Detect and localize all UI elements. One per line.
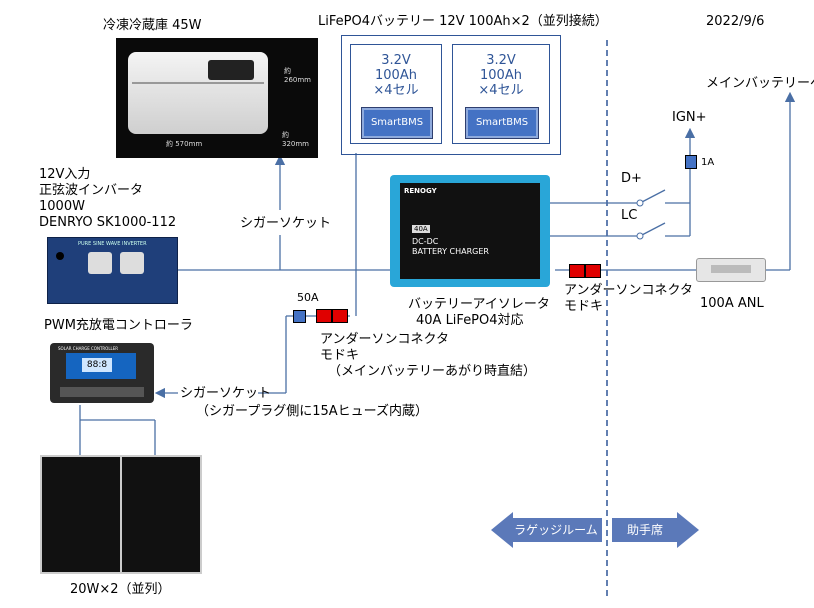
date-label: 2022/9/6 (706, 14, 765, 29)
inverter-line1: 12V入力 (39, 167, 91, 182)
dc-dc-charger: RENOGY 40A DC-DC BATTERY CHARGER (390, 175, 550, 287)
lc-switch (639, 222, 666, 237)
anderson-connector-1b (332, 309, 348, 323)
smart-bms: SmartBMS (361, 107, 433, 139)
battery-cell-2: 3.2V 100Ah ×4セル SmartBMS (452, 44, 550, 144)
inverter-panel-title: PURE SINE WAVE INVERTER (78, 241, 147, 247)
dplus-label: D+ (621, 171, 642, 186)
fridge-dim-w: 約 570mm (166, 140, 203, 148)
outlet-icon (88, 252, 112, 274)
lc-label: LC (621, 208, 638, 223)
battery-cell-1: 3.2V 100Ah ×4セル SmartBMS (350, 44, 442, 144)
outlet-icon (120, 252, 144, 274)
fridge-body (128, 52, 268, 134)
inverter-line2: 正弦波インバータ (39, 183, 144, 198)
charger-line1: DC-DC (412, 237, 439, 246)
inverter-line4: DENRYO SK1000-112 (39, 215, 177, 230)
anderson-connector-2b (585, 264, 601, 278)
smart-bms: SmartBMS (465, 107, 539, 139)
renogy-logo: RENOGY (404, 187, 437, 195)
solar-panel-2 (120, 455, 202, 574)
dplus-switch (639, 189, 666, 204)
fridge-image: 約 260mm 約 570mm 約 320mm (116, 38, 318, 158)
inverter-line3: 1000W (39, 199, 85, 214)
solar-panel-1 (40, 455, 122, 574)
pwm-terminals (60, 387, 144, 397)
fridge-dim-d: 約 320mm (282, 131, 309, 148)
passenger-seat-arrow: 助手席 (612, 518, 678, 542)
cell-count: ×4セル (478, 83, 524, 98)
fridge-dim-h: 約 260mm (284, 67, 311, 84)
cigar-socket-2-label: シガーソケット (180, 386, 272, 401)
fuse-1a (685, 155, 697, 169)
anl-fuse-holder (696, 258, 766, 282)
fuse-50a-label: 50A (297, 291, 319, 304)
fridge-label: 冷凍冷蔵庫 45W (103, 18, 202, 33)
luggage-room-arrow: ラゲッジルーム (510, 518, 602, 542)
battery-title: LiFePO4バッテリー 12V 100Ah×2（並列接続） (318, 14, 608, 29)
cell-capacity: 100Ah (480, 68, 522, 83)
left-arrow-icon (491, 512, 513, 548)
cigar-socket-2-note: （シガープラグ側に15Aヒューズ内蔵） (196, 404, 429, 419)
charger-caption2: 40A LiFePO4対応 (416, 313, 524, 328)
pwm-controller: SOLAR CHARGE CONTROLLER 88:8 (50, 343, 154, 403)
charger-line2: BATTERY CHARGER (412, 247, 489, 256)
pwm-title: SOLAR CHARGE CONTROLLER (58, 346, 119, 351)
fridge-lid-panel (208, 60, 254, 80)
cell-voltage: 3.2V (381, 53, 411, 68)
inverter-image: PURE SINE WAVE INVERTER (47, 237, 178, 304)
solar-label: 20W×2（並列） (70, 582, 171, 597)
cell-capacity: 100Ah (375, 68, 417, 83)
fuse-1a-label: 1A (701, 157, 715, 168)
anderson2-line1: アンダーソンコネクタ (564, 283, 693, 298)
anderson2-line2: モドキ (564, 299, 604, 314)
charger-badge: 40A (412, 225, 430, 233)
main-battery-label: メインバッテリーへ (706, 76, 814, 91)
anderson1-line3: （メインバッテリーあがり時直結） (328, 364, 537, 379)
luggage-room-label: ラゲッジルーム (514, 523, 598, 537)
cigar-socket-label: シガーソケット (240, 216, 332, 231)
ign-label: IGN+ (672, 110, 707, 125)
charger-caption1: バッテリーアイソレータ (408, 297, 550, 312)
charger-front: RENOGY 40A DC-DC BATTERY CHARGER (400, 183, 540, 279)
battery-pack: 3.2V 100Ah ×4セル SmartBMS 3.2V 100Ah ×4セル… (341, 35, 561, 155)
anderson1-line2: モドキ (320, 348, 360, 363)
fuse-50a (293, 310, 306, 323)
pwm-display: 88:8 (82, 358, 112, 372)
cell-count: ×4セル (373, 83, 419, 98)
right-arrow-icon (677, 512, 699, 548)
anderson-connector-1a (316, 309, 332, 323)
anl-label: 100A ANL (700, 296, 764, 311)
anderson-connector-2a (569, 264, 585, 278)
pwm-label: PWM充放電コントローラ (44, 318, 193, 333)
cell-voltage: 3.2V (486, 53, 516, 68)
passenger-seat-label: 助手席 (626, 523, 663, 537)
anderson1-line1: アンダーソンコネクタ (320, 332, 449, 347)
switch-icon (56, 252, 64, 260)
